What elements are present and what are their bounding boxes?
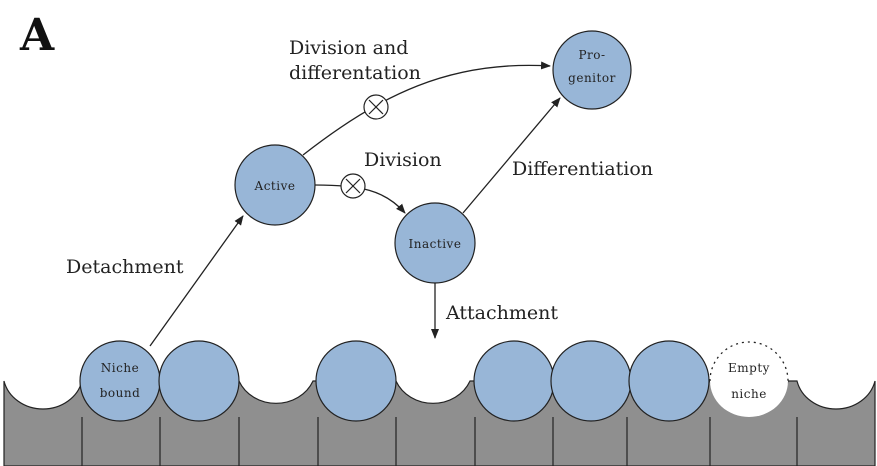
cross-operator-icon	[340, 173, 366, 199]
panel-letter: A	[19, 10, 55, 61]
empty-niche: Empty niche	[709, 341, 789, 417]
inactive-cell: Inactive	[394, 202, 476, 284]
niche-cell	[158, 340, 240, 422]
progenitor-label-line2: genitor	[568, 71, 616, 85]
inactive-label: Inactive	[409, 237, 462, 251]
division-label: Division	[364, 149, 442, 171]
niche-dividers	[81, 417, 798, 466]
cross-operator-icon	[363, 94, 389, 120]
niche-bound-cell: Niche bound	[79, 340, 161, 422]
empty-niche-outline	[709, 341, 789, 382]
division-differentiation-label-line2: differentation	[289, 62, 421, 84]
niche-cell	[628, 340, 710, 422]
detachment-arrow	[149, 215, 244, 347]
detachment-label: Detachment	[66, 256, 184, 278]
division-arrow	[314, 184, 406, 214]
niche-cell	[473, 340, 555, 422]
active-cell: Active	[234, 144, 316, 226]
attachment-label: Attachment	[445, 302, 558, 324]
progenitor-cell: Pro- genitor	[552, 30, 632, 110]
division-differentiation-label-line1: Division and	[289, 37, 408, 59]
niche-bound-label-line1: Niche	[101, 361, 139, 375]
empty-niche-label-line1: Empty	[728, 361, 770, 375]
differentiation-arrow	[462, 97, 561, 214]
niche-bound-label-line2: bound	[100, 386, 141, 400]
niche-cell	[550, 340, 632, 422]
empty-niche-label-line2: niche	[731, 387, 767, 401]
division-differentiation-arrow	[302, 61, 551, 156]
niche-cell	[315, 340, 397, 422]
active-label: Active	[254, 179, 296, 193]
differentiation-label: Differentiation	[512, 158, 653, 180]
progenitor-label-line1: Pro-	[578, 48, 605, 62]
